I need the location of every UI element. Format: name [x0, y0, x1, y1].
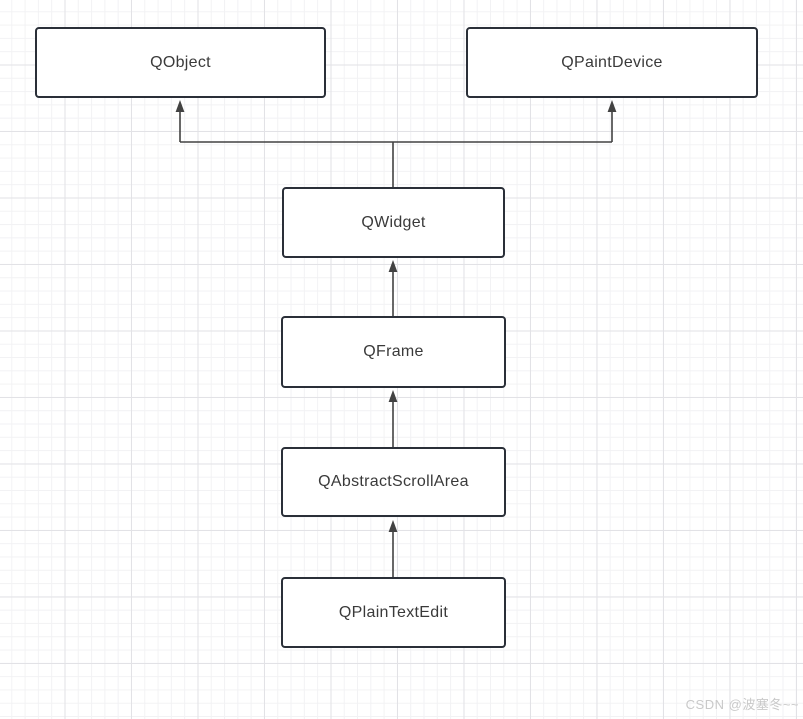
node-qplaintextedit-label: QPlainTextEdit: [338, 603, 449, 621]
node-qpaintdevice-label: QPaintDevice: [561, 53, 663, 71]
csdn-watermark: CSDN @波塞冬~~: [685, 697, 799, 712]
node-qobject-label: QObject: [150, 53, 211, 71]
node-qframe-label: QFrame: [363, 343, 424, 360]
node-qframe: QFrame: [281, 316, 506, 388]
arrowhead-icon: [607, 100, 617, 112]
node-qwidget-label: QWidget: [361, 213, 426, 231]
node-qabstractscrollarea-label: QAbstractScrollArea: [318, 473, 469, 490]
node-qplaintextedit: QPlainTextEdit: [281, 577, 506, 648]
arrowhead-icon: [388, 260, 398, 272]
arrowhead-icon: [388, 390, 398, 402]
node-qwidget: QWidget: [282, 187, 505, 258]
arrowhead-icon: [388, 520, 398, 532]
node-qobject: QObject: [35, 27, 326, 98]
arrowhead-icon: [175, 100, 185, 112]
node-qabstractscrollarea: QAbstractScrollArea: [281, 447, 506, 517]
node-qpaintdevice: QPaintDevice: [466, 27, 758, 98]
